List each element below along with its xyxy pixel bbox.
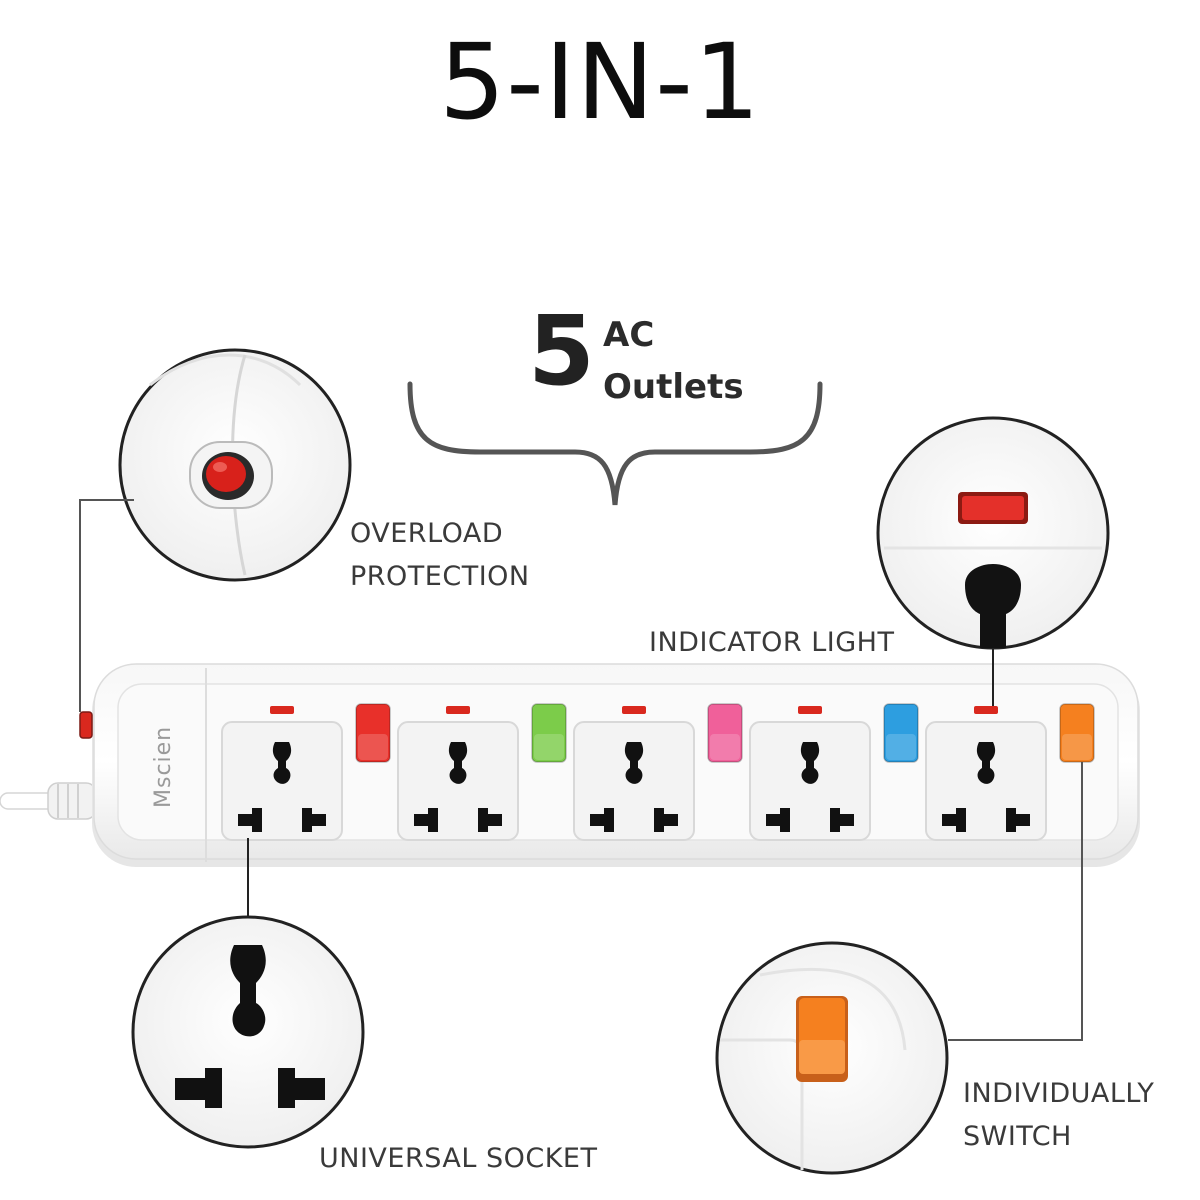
socket-pin-left [766, 808, 790, 832]
headline: 5-IN-1 [439, 21, 761, 143]
outlet-count-number: 5 [528, 295, 595, 407]
socket-pin-right [830, 808, 854, 832]
socket-pin-left [414, 808, 438, 832]
overload-label-line2: PROTECTION [350, 561, 530, 592]
sockets-group [221, 703, 1095, 841]
socket-pin-top [448, 742, 468, 784]
rocker-switch-highlight [710, 734, 740, 760]
universal-socket-callout-circle [131, 915, 365, 1149]
indicator-light [798, 706, 822, 714]
outlet-count-label-outlets: Outlets [603, 367, 744, 407]
rocker-switch-highlight [534, 734, 564, 760]
socket-unit [925, 703, 1095, 841]
switch-connector [948, 762, 1083, 1041]
indicator-light [270, 706, 294, 714]
socket-pin-right [478, 808, 502, 832]
overload-label-line1: OVERLOAD [350, 518, 504, 549]
socket-pin-top [800, 742, 820, 784]
outlets-brace [407, 381, 823, 506]
socket-pin-right [654, 808, 678, 832]
rocker-switch [531, 703, 567, 763]
indicator-callout-circle [876, 416, 1110, 650]
rocker-switch-highlight [1062, 734, 1092, 760]
socket-unit [397, 703, 567, 841]
indicator-light [622, 706, 646, 714]
socket-unit [221, 703, 391, 841]
rocker-switch [707, 703, 743, 763]
socket-unit [573, 703, 743, 841]
socket-pin-top [272, 742, 292, 784]
rocker-switch-highlight [358, 734, 388, 760]
socket-pin-left [238, 808, 262, 832]
brand-text: Mscien [151, 726, 176, 808]
socket-pin-top [624, 742, 644, 784]
rocker-switch [355, 703, 391, 763]
rocker-switch [1059, 703, 1095, 763]
socket-pin-left [942, 808, 966, 832]
socket-pin-top [976, 742, 996, 784]
socket-unit [749, 703, 919, 841]
overload-callout-circle [118, 348, 352, 582]
socket-pin-right [302, 808, 326, 832]
socket-pin-right [1006, 808, 1030, 832]
switch-callout-circle [715, 941, 949, 1175]
power-cord [0, 782, 97, 820]
rocker-switch [883, 703, 919, 763]
outlet-count-label-ac: AC [603, 315, 655, 355]
socket-pin-left [590, 808, 614, 832]
overload-connector [79, 499, 134, 712]
indicator-label: INDICATOR LIGHT [649, 627, 895, 658]
switch-label-line1: INDIVIDUALLY [963, 1078, 1155, 1109]
rocker-switch-highlight [886, 734, 916, 760]
indicator-light [446, 706, 470, 714]
switch-label-line2: SWITCH [963, 1121, 1072, 1152]
universal-socket-label: UNIVERSAL SOCKET [319, 1143, 598, 1174]
indicator-light [974, 706, 998, 714]
